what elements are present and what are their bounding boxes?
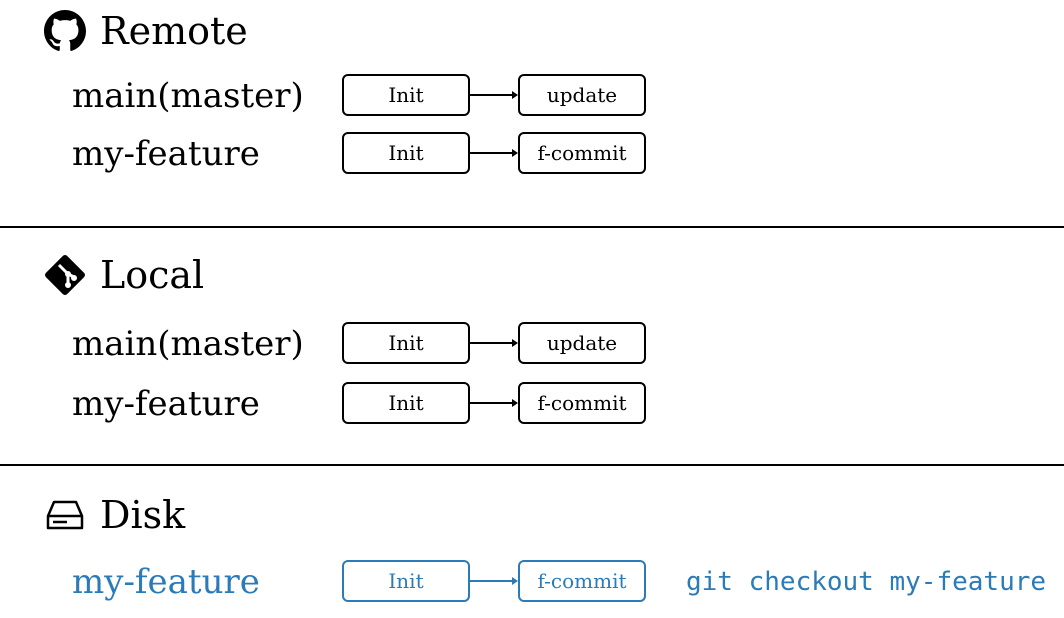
commit-node: update: [518, 74, 646, 116]
commit-node: f-commit: [518, 132, 646, 174]
disk-heading: Disk: [42, 492, 185, 538]
commit-node: Init: [342, 560, 470, 602]
section-title: Remote: [100, 9, 248, 53]
branch-name: my-feature: [72, 134, 260, 174]
branch-row: my-feature Init f-commit git checkout my…: [0, 560, 1064, 608]
commit-node: Init: [342, 322, 470, 364]
commit-arrow: [470, 149, 518, 157]
section-divider: [0, 464, 1064, 466]
branch-row: my-feature Init f-commit: [0, 382, 1064, 430]
branch-row: main(master) Init update: [0, 74, 1064, 122]
local-heading: Local: [42, 252, 204, 298]
section-title: Local: [100, 253, 205, 297]
branch-name: my-feature: [72, 384, 260, 424]
remote-heading: Remote: [42, 8, 248, 54]
commit-node: f-commit: [518, 382, 646, 424]
branch-name: main(master): [72, 76, 304, 116]
commit-arrow: [470, 91, 518, 99]
hard-drive-icon: [42, 492, 88, 538]
commit-node: Init: [342, 382, 470, 424]
commit-node: Init: [342, 74, 470, 116]
section-divider: [0, 226, 1064, 228]
git-icon: [42, 252, 88, 298]
github-icon: [42, 8, 88, 54]
git-command: git checkout my-feature: [686, 567, 1047, 597]
commit-arrow: [470, 577, 518, 585]
branch-row: main(master) Init update: [0, 322, 1064, 370]
commit-node: f-commit: [518, 560, 646, 602]
commit-node: Init: [342, 132, 470, 174]
branch-name: my-feature: [72, 562, 260, 602]
commit-node: update: [518, 322, 646, 364]
commit-arrow: [470, 339, 518, 347]
section-title: Disk: [100, 493, 186, 537]
commit-arrow: [470, 399, 518, 407]
branch-name: main(master): [72, 324, 304, 364]
branch-row: my-feature Init f-commit: [0, 132, 1064, 180]
